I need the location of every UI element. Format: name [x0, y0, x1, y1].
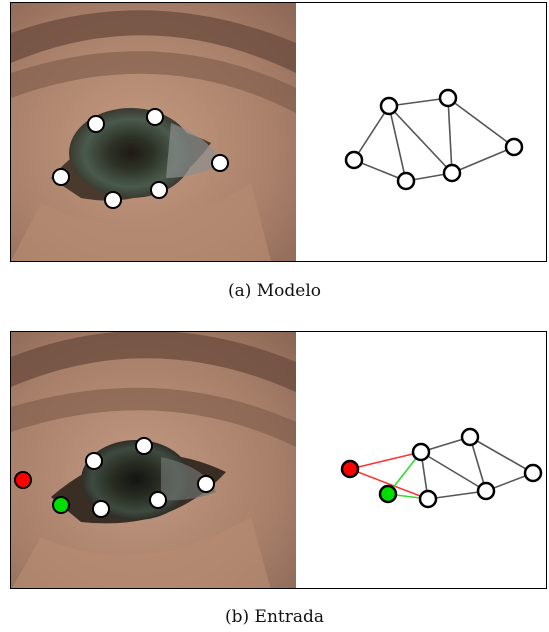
graph-node [418, 489, 438, 509]
landmarks-model [52, 108, 229, 209]
graph-edges [349, 436, 534, 500]
landmark-point [211, 154, 229, 172]
graph-node [396, 171, 416, 191]
landmark-point [87, 115, 105, 133]
graph-edges [353, 97, 515, 182]
graph-node [438, 88, 458, 108]
graph-model-svg [344, 88, 524, 191]
graph-nodes [340, 427, 543, 509]
landmark-point [52, 168, 70, 186]
outlier-edge [349, 451, 422, 470]
graph-input [296, 332, 546, 588]
eye-image-model [11, 3, 296, 261]
landmarks-input [14, 437, 215, 518]
graph-node [442, 163, 462, 183]
landmark-point [197, 475, 215, 493]
eye-photo-input [11, 332, 296, 588]
graph-input-svg [340, 427, 543, 509]
landmark-point [146, 108, 164, 126]
landmark-point-corrected [52, 496, 70, 514]
graph-node [411, 442, 431, 462]
graph-node [523, 463, 543, 483]
graph-node [504, 137, 524, 157]
graph-node [460, 427, 480, 447]
landmark-point [85, 452, 103, 470]
graph-node [379, 96, 399, 116]
graph-node-corrected [378, 484, 398, 504]
caption-model: (a) Modelo [227, 281, 322, 301]
panel-model [10, 2, 547, 262]
graph-model [296, 3, 546, 261]
graph-node [344, 150, 364, 170]
panel-input [10, 331, 547, 589]
landmark-point [92, 500, 110, 518]
graph-node [476, 481, 496, 501]
landmark-point [135, 437, 153, 455]
caption-input: (b) Entrada [224, 607, 325, 627]
outlier-edge [349, 468, 429, 500]
landmark-point [104, 191, 122, 209]
landmark-point [149, 491, 167, 509]
eye-image-input [11, 332, 296, 588]
landmark-point [150, 181, 168, 199]
graph-nodes [344, 88, 524, 191]
landmark-point-outlier [14, 471, 32, 489]
graph-node-outlier [340, 459, 360, 479]
eye-photo-model [11, 3, 296, 261]
